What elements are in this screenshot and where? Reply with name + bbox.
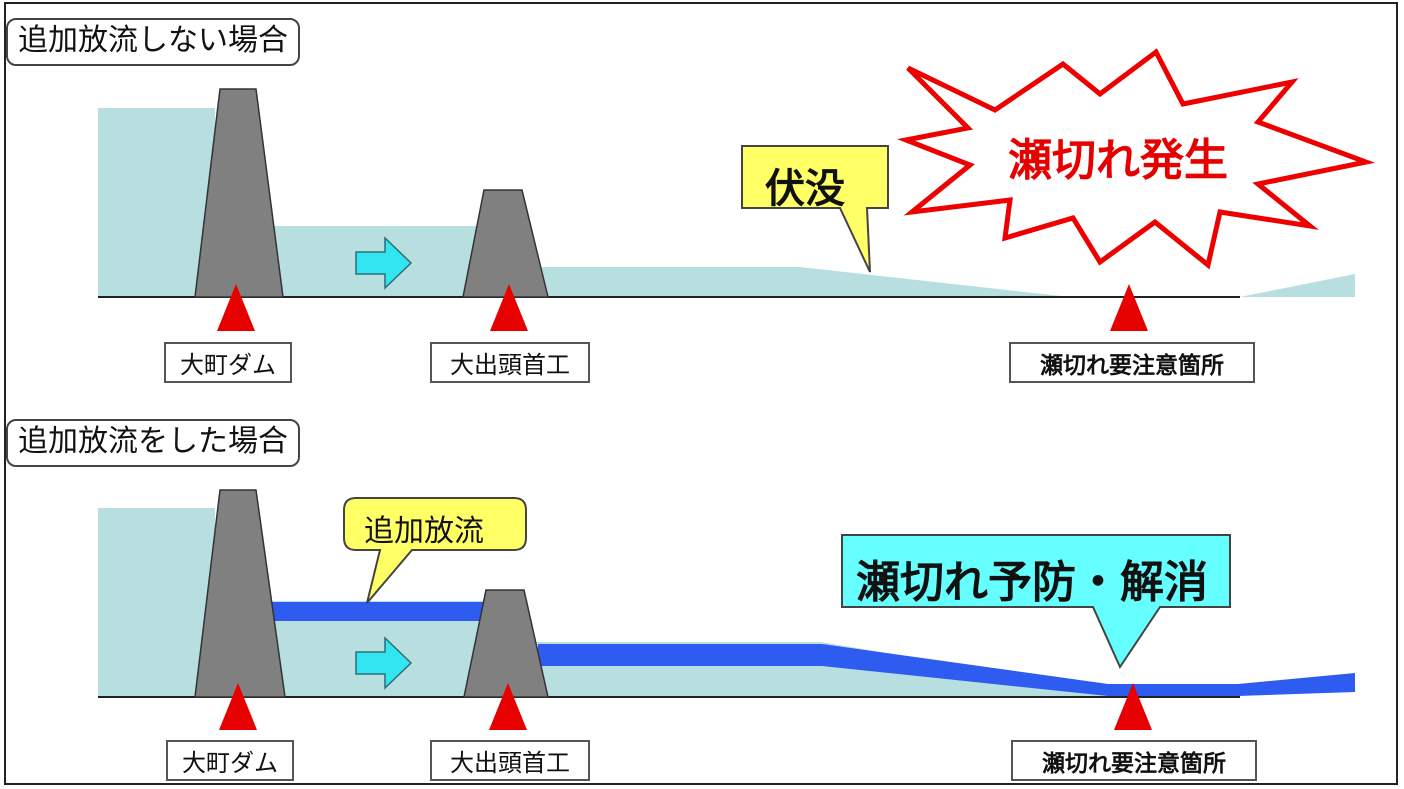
burst-shape [897,48,1376,270]
extra-release-lower-band [538,644,1355,696]
prevent-callout-shape [841,534,1231,670]
top-dam-label: 大町ダム [164,342,292,383]
bottom-dam-label: 大町ダム [166,740,294,781]
top-dam-shape [194,88,284,298]
bottom-caution-label: 瀬切れ要注意箇所 [1011,740,1257,781]
bottom-weir-label: 大出頭首工 [430,740,590,781]
top-weir-shape [462,189,549,298]
extra-release-upper-band [270,602,488,621]
release-callout-text: 追加放流 [364,514,484,549]
bottom-dam-marker [219,683,257,730]
top-river-water [98,226,1070,297]
release-callout-shape [343,497,527,604]
bottom-panel-graphics [98,489,1355,730]
fukubotsu-callout-shape [741,145,889,273]
bottom-panel-title: 追加放流をした場合 [6,419,300,467]
top-downstream-water [1240,274,1355,297]
bottom-caution-marker [1114,683,1152,730]
top-caution-label: 瀬切れ要注意箇所 [1009,342,1255,383]
bottom-flow-arrow [355,636,413,690]
bottom-dam-shape [194,489,286,698]
top-flow-arrow [355,236,413,290]
top-weir-marker [490,284,528,331]
bottom-weir-shape [463,589,549,698]
bottom-weir-marker [489,683,527,730]
top-panel-graphics [98,48,1376,331]
top-caution-marker [1110,284,1148,331]
top-dam-marker [217,284,255,331]
top-reservoir-water [98,108,215,297]
prevent-callout-text: 瀬切れ予防・解消 [856,557,1208,608]
fukubotsu-callout-text: 伏没 [765,166,845,212]
diagram-frame [4,2,1398,785]
top-weir-label: 大出頭首工 [430,342,590,383]
burst-text: 瀬切れ発生 [1008,135,1228,186]
top-panel-title: 追加放流しない場合 [6,18,300,66]
